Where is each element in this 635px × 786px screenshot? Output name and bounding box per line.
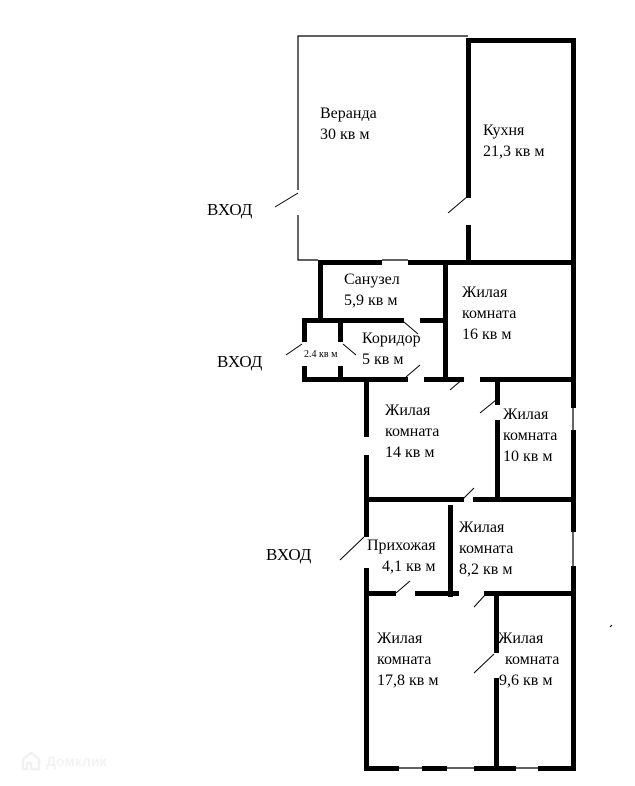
room-area: 10 кв м: [503, 448, 552, 465]
wall: [318, 260, 323, 320]
room-living-8-2: Жилая комната 8,2 кв м: [459, 519, 513, 578]
wall: [302, 318, 307, 342]
room-vestibule: 2.4 кв м: [304, 349, 338, 360]
entrance-label: ВХОД: [207, 200, 253, 219]
room-living-16: Жилая комната 16 кв м: [462, 284, 516, 343]
room-kitchen: Кухня 21,3 кв м: [483, 122, 544, 160]
room-area: 5,9 кв м: [344, 292, 397, 309]
wall: [408, 260, 576, 265]
wall: [494, 591, 499, 653]
wall: [448, 505, 453, 597]
veranda-walls: [297, 35, 468, 261]
room-area: 5 кв м: [362, 351, 403, 368]
wall: [424, 377, 464, 382]
room-area: 9,6 кв м: [499, 672, 552, 689]
wall: [484, 591, 576, 596]
wall: [473, 497, 576, 502]
room-bathroom: Санузел 5,9 кв м: [344, 271, 400, 309]
wall: [571, 430, 576, 502]
doors: [274, 192, 613, 674]
room-corridor: Коридор 5 кв м: [362, 330, 421, 368]
room-name-line1: Жилая: [377, 630, 423, 647]
wall: [338, 366, 343, 382]
watermark: Домклик: [20, 750, 107, 772]
wall: [364, 497, 464, 502]
room-area: 17,8 кв м: [377, 672, 438, 689]
room-area: 4,1 кв м: [382, 558, 435, 575]
wall: [302, 366, 307, 382]
room-living-17-8: Жилая комната 17,8 кв м: [377, 630, 438, 689]
wall: [302, 318, 404, 323]
entrance-label: ВХОД: [266, 545, 312, 564]
wall: [364, 591, 396, 596]
room-name: Кухня: [483, 122, 525, 139]
room-hallway: Прихожая 4,1 кв м: [367, 537, 436, 575]
room-name-line1: Жилая: [503, 406, 549, 423]
room-name: Прихожая: [367, 537, 436, 554]
room-area: 16 кв м: [462, 326, 511, 343]
room-living-9-6: Жилая комната 9,6 кв м: [498, 630, 559, 689]
wall: [495, 420, 500, 502]
wall: [364, 766, 399, 771]
room-name: Веранда: [320, 105, 377, 122]
wall: [364, 455, 369, 500]
room-name-line2: комната: [385, 423, 439, 440]
wall: [364, 377, 369, 437]
room-veranda: Веранда 30 кв м: [320, 105, 377, 143]
entrance-label: ВХОД: [217, 352, 263, 371]
room-area: 8,2 кв м: [459, 561, 512, 578]
room-name-line1: Жилая: [385, 402, 431, 419]
room-area: 21,3 кв м: [483, 143, 544, 160]
wall: [415, 591, 459, 596]
room-name-line2: комната: [377, 651, 431, 668]
room-living-14: Жилая комната 14 кв м: [385, 402, 439, 461]
wall: [364, 497, 369, 537]
wall: [318, 260, 382, 265]
wall: [364, 568, 369, 768]
wall: [571, 383, 576, 408]
room-name-line1: Жилая: [459, 519, 505, 536]
room-name: Санузел: [344, 271, 400, 288]
wall: [422, 766, 447, 771]
wall: [338, 318, 343, 342]
domclick-logo-icon: [21, 751, 41, 771]
wall: [420, 318, 448, 323]
room-name-line2: комната: [503, 427, 557, 444]
room-area: 2.4 кв м: [304, 349, 338, 360]
room-name: Коридор: [362, 330, 421, 347]
room-area: 14 кв м: [385, 444, 434, 461]
room-name-line2: комната: [462, 305, 516, 322]
room-name-line1: Жилая: [462, 284, 508, 301]
wall: [538, 766, 576, 771]
wall: [494, 678, 499, 771]
watermark-text: Домклик: [46, 753, 107, 769]
room-area: 30 кв м: [320, 126, 369, 143]
room-living-10: Жилая комната 10 кв м: [503, 406, 557, 465]
wall: [302, 377, 408, 382]
room-name-line1: Жилая: [498, 630, 544, 647]
wall: [495, 377, 500, 405]
wall: [474, 766, 516, 771]
room-name-line2: комната: [505, 651, 559, 668]
wall: [571, 502, 576, 532]
room-name-line2: комната: [459, 540, 513, 557]
kitchen-walls: [466, 38, 576, 383]
wall: [571, 566, 576, 771]
wall: [480, 377, 576, 382]
